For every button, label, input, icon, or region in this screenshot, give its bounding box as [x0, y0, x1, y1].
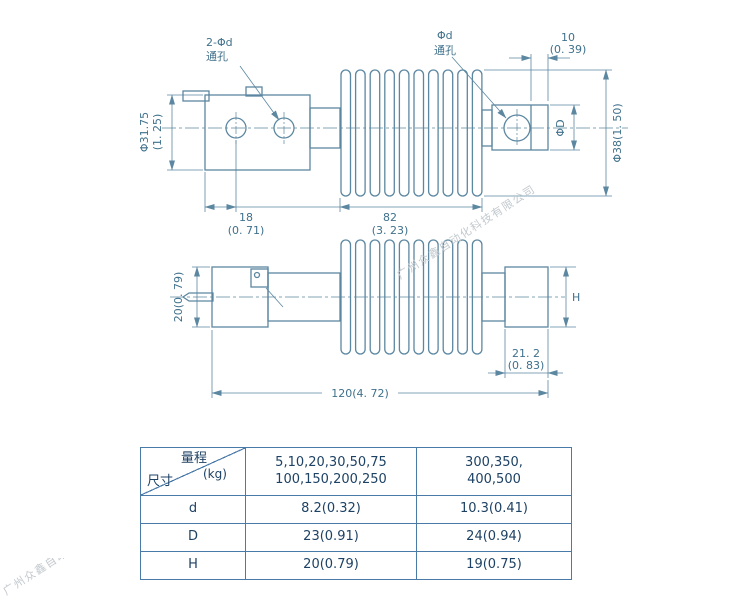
- dim-82-mm: 82: [383, 211, 397, 224]
- end-cylinder: [491, 104, 549, 151]
- capacity-col2-line2: 400,500: [467, 471, 521, 487]
- range-label: 量程: [181, 451, 208, 466]
- label-phi-d: Φd: [437, 29, 453, 42]
- end-cylinder-front: [504, 266, 549, 328]
- dim-18-mm: 18: [239, 211, 253, 224]
- label-through-hole: 通孔: [206, 50, 228, 63]
- header-capacity-col1: 5,10,20,30,50,75 100,150,200,250: [246, 448, 417, 496]
- neck-left: [309, 107, 341, 149]
- gland-screw: [253, 271, 261, 279]
- capacity-col2-line1: 300,350,: [465, 454, 523, 470]
- table-row: H 20(0.79) 19(0.75): [141, 552, 572, 580]
- dim-block-od: Φ31.75 (1. 25): [138, 94, 203, 171]
- dim-82-in: (3. 23): [372, 224, 409, 237]
- technical-drawing: 2-Φd 通孔 Φd 通孔 10 (0. 39): [138, 29, 628, 400]
- watermark-corner-clip: 广州众鑫自动化科技有限公司: [0, 558, 132, 604]
- dim-120: 120(4. 72): [331, 387, 389, 400]
- dim-rod-height: 20(0. 79): [172, 266, 210, 328]
- dim-212-in: (0. 83): [508, 359, 545, 372]
- dim-10-mm: 10: [561, 31, 575, 44]
- dim-212-mm: 21. 2: [512, 347, 540, 360]
- gland-front: [250, 268, 269, 288]
- cable-rod: [182, 90, 210, 102]
- table-header-row: 量程 (kg) 尺寸 5,10,20,30,50,75 100,150,200,…: [141, 448, 572, 496]
- label-2-phi-d: 2-Φd: [206, 36, 233, 49]
- slash-mark: [265, 287, 284, 308]
- dim-total-length: 120(4. 72): [211, 330, 549, 400]
- spec-table: 量程 (kg) 尺寸 5,10,20,30,50,75 100,150,200,…: [140, 447, 572, 580]
- bellows-top: [340, 69, 483, 197]
- row-label-H: H: [141, 552, 246, 580]
- capacity-col1-line1: 5,10,20,30,50,75: [275, 454, 387, 470]
- size-label: 尺寸: [147, 474, 174, 490]
- front-view: 20(0. 79) H 21. 2 (0. 83): [170, 239, 580, 400]
- value-d-col1: 8.2(0.32): [246, 496, 417, 524]
- header-diagonal-cell: 量程 (kg) 尺寸: [141, 448, 246, 496]
- dim-H: H: [550, 266, 580, 328]
- dim-H-label: H: [572, 291, 580, 304]
- dim-20: 20(0. 79): [172, 272, 185, 323]
- range-unit: (kg): [203, 467, 227, 481]
- label-through-hole-2: 通孔: [434, 44, 456, 57]
- dim-bellows-od: Φ38(1. 50): [484, 69, 624, 197]
- dim-end-length: 21. 2 (0. 83): [488, 329, 563, 378]
- value-D-col1: 23(0.91): [246, 524, 417, 552]
- cable-rod-front: [181, 292, 214, 302]
- leader-2-holes: 2-Φd 通孔: [206, 36, 280, 121]
- mount-block: [204, 94, 311, 171]
- dim-phi38: Φ38(1. 50): [611, 103, 624, 162]
- mid-section: [267, 272, 341, 322]
- row-label-D: D: [141, 524, 246, 552]
- dim-end-cap: 10 (0. 39): [509, 31, 586, 101]
- dim-3175-in: (1. 25): [151, 114, 164, 151]
- value-H-col1: 20(0.79): [246, 552, 417, 580]
- table-row: D 23(0.91) 24(0.94): [141, 524, 572, 552]
- watermark-corner: 广州众鑫自动化科技有限公司: [0, 558, 132, 599]
- hole-crosshairs: [235, 109, 518, 147]
- dim-phi-D: ΦD: [554, 119, 567, 136]
- table-row: d 8.2(0.32) 10.3(0.41): [141, 496, 572, 524]
- capacity-col1-line2: 100,150,200,250: [275, 471, 387, 487]
- dim-10-in: (0. 39): [550, 43, 587, 56]
- value-D-col2: 24(0.94): [417, 524, 572, 552]
- header-capacity-col2: 300,350, 400,500: [417, 448, 572, 496]
- dim-18-in: (0. 71): [228, 224, 265, 237]
- top-view: 2-Φd 通孔 Φd 通孔 10 (0. 39): [138, 29, 628, 237]
- value-d-col2: 10.3(0.41): [417, 496, 572, 524]
- dim-cylinder-od: ΦD: [550, 104, 580, 151]
- cable-gland: [245, 86, 263, 97]
- value-H-col2: 19(0.75): [417, 552, 572, 580]
- dim-lengths-top: 18 (0. 71) 82 (3. 23): [204, 140, 483, 237]
- leader-load-hole: Φd 通孔: [434, 29, 507, 119]
- dim-3175-mm: Φ31.75: [138, 112, 151, 152]
- row-label-d: d: [141, 496, 246, 524]
